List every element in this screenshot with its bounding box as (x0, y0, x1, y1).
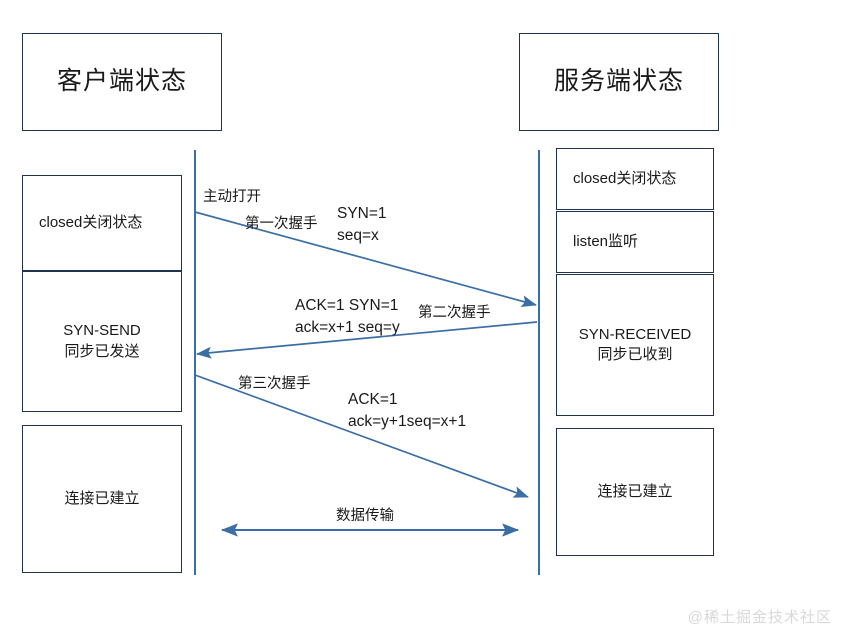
client-lifeline (194, 150, 196, 575)
server-state-closed: closed关闭状态 (556, 148, 714, 210)
client-state-syn-send: SYN-SEND 同步已发送 (22, 271, 182, 412)
server-state-established: 连接已建立 (556, 428, 714, 556)
handshake1-label: 第一次握手 (245, 216, 318, 232)
handshake1-flags: SYN=1 seq=x (337, 205, 387, 245)
server-lifeline (538, 150, 540, 575)
handshake2-flags: ACK=1 SYN=1 ack=x+1 seq=y (295, 297, 400, 337)
server-state-listen: listen监听 (556, 211, 714, 273)
handshake3-label: 第三次握手 (238, 376, 311, 392)
client-state-closed: closed关闭状态 (22, 175, 182, 271)
handshake2-label: 第二次握手 (418, 305, 491, 321)
data-transfer-label: 数据传输 (336, 508, 394, 524)
watermark: @稀土掘金技术社区 (687, 609, 832, 626)
server-state-syn-received: SYN-RECEIVED 同步已收到 (556, 274, 714, 416)
client-state-established: 连接已建立 (22, 425, 182, 573)
server-header-box: 服务端状态 (519, 33, 719, 131)
handshake3-flags: ACK=1 ack=y+1seq=x+1 (348, 391, 467, 431)
active-open-label: 主动打开 (203, 189, 261, 205)
client-header-box: 客户端状态 (22, 33, 222, 131)
